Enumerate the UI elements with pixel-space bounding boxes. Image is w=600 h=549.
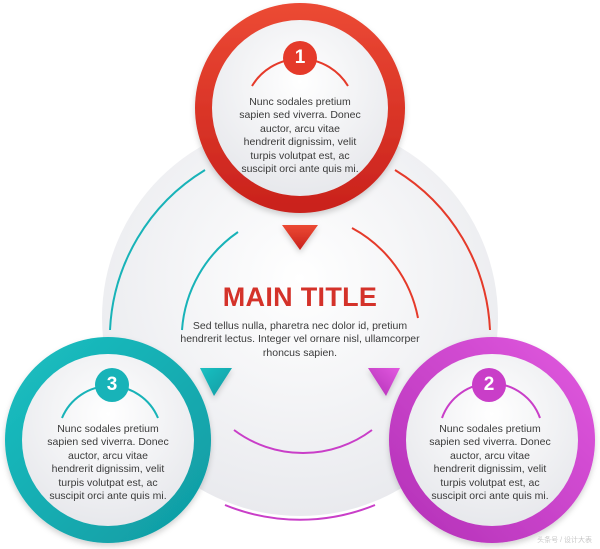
step-2-text: Nunc sodales pretium sapien sed viverra.… (429, 423, 551, 503)
inner-arc-teal (181, 231, 239, 331)
inner-arc-red (351, 227, 419, 319)
step-3-pin (5, 337, 232, 543)
step-1-number-badge: 1 (283, 41, 317, 75)
step-2-number-badge: 2 (472, 368, 506, 402)
main-title: MAIN TITLE (222, 282, 378, 312)
ring-arc-red-outer (394, 169, 491, 331)
step-2-pin (368, 337, 595, 543)
inner-arc-purple (233, 429, 373, 454)
ring-arc-teal-outer (109, 169, 206, 331)
step-3-number-badge: 3 (95, 368, 129, 402)
ring-arc-purple-outer (224, 504, 376, 521)
step-1-pin (195, 3, 405, 250)
step-1-text: Nunc sodales pretium sapien sed viverra.… (239, 96, 361, 176)
step-3-text: Nunc sodales pretium sapien sed viverra.… (47, 423, 169, 503)
watermark: 头条号 / 设计大表 (537, 537, 592, 544)
main-body-text: Sed tellus nulla, pharetra nec dolor id,… (180, 320, 420, 359)
